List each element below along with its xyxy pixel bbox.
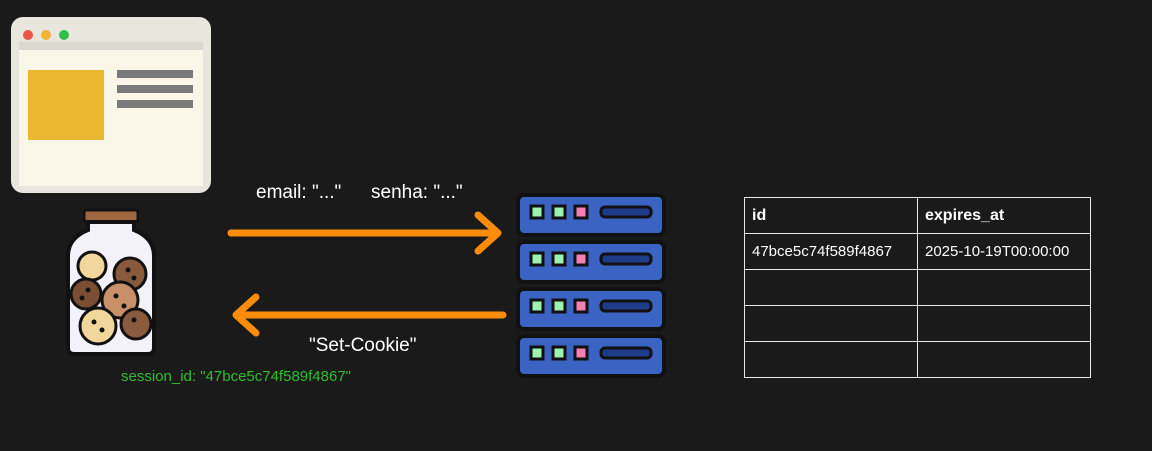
sessions-table: id expires_at 47bce5c74f589f4867 2025-10… bbox=[744, 197, 1091, 378]
table-row bbox=[744, 341, 1091, 378]
table-cell bbox=[917, 341, 1091, 378]
server-rack-icon bbox=[516, 193, 666, 378]
table-row bbox=[744, 269, 1091, 306]
column-header-expires-at: expires_at bbox=[917, 197, 1091, 234]
table-cell bbox=[744, 341, 918, 378]
browser-window-icon bbox=[11, 17, 211, 193]
request-senha-label: senha: "..." bbox=[371, 182, 463, 203]
table-cell bbox=[917, 305, 1091, 342]
session-id-label: session_id: "47bce5c74f589f4867" bbox=[121, 368, 351, 385]
table-cell bbox=[917, 269, 1091, 306]
set-cookie-label: "Set-Cookie" bbox=[309, 335, 417, 356]
table-row bbox=[744, 305, 1091, 342]
table-cell: 47bce5c74f589f4867 bbox=[744, 233, 918, 270]
column-header-id: id bbox=[744, 197, 918, 234]
table-header-row: id expires_at bbox=[744, 197, 1091, 234]
request-arrow bbox=[227, 211, 502, 255]
cookie-jar-icon bbox=[66, 208, 156, 356]
table-row: 47bce5c74f589f4867 2025-10-19T00:00:00 bbox=[744, 233, 1091, 270]
request-email-label: email: "..." bbox=[256, 182, 342, 203]
table-cell bbox=[744, 305, 918, 342]
response-arrow bbox=[232, 293, 507, 337]
table-cell: 2025-10-19T00:00:00 bbox=[917, 233, 1091, 270]
table-cell bbox=[744, 269, 918, 306]
